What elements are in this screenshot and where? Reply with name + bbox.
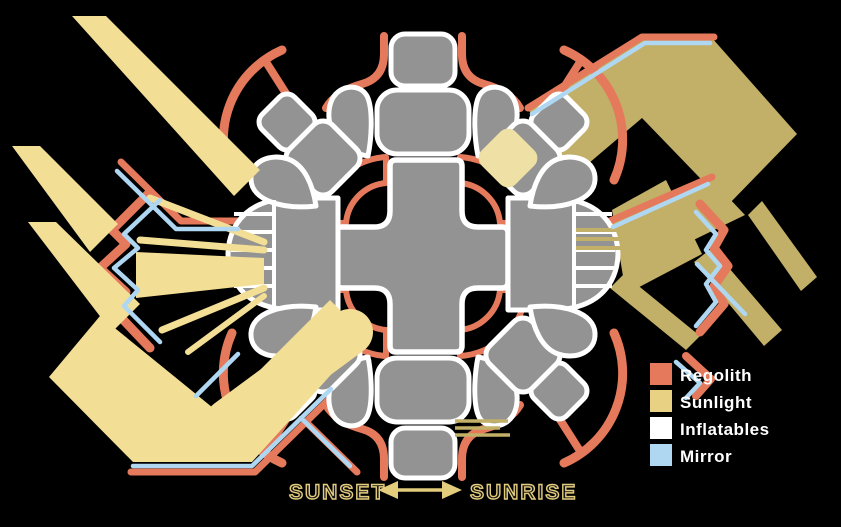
legend-item-mirror: Mirror [650, 444, 732, 466]
legend-label-sunlight: Sunlight [680, 393, 752, 412]
sunlight-beams-light [12, 16, 538, 462]
sunray-fan-core [136, 252, 264, 298]
module-dome-right [505, 195, 621, 313]
legend-item-sunlight: Sunlight [650, 390, 752, 412]
legend-swatch-regolith [650, 363, 672, 385]
sunbeam-big-v [49, 300, 366, 462]
sun-rays-bottom [455, 419, 510, 437]
legend-label-inflatables: Inflatables [680, 420, 770, 439]
regolith-border-se [606, 173, 716, 225]
legend-item-inflatables: Inflatables [650, 417, 770, 439]
sunlight-ray-out-3 [694, 248, 782, 346]
sunbeam-sw-shaft [205, 309, 373, 445]
legend: Regolith Sunlight Inflatables Mirror [650, 363, 770, 466]
sunlight-ray-out-2 [610, 274, 700, 350]
legend-label-regolith: Regolith [680, 366, 752, 385]
legend-label-mirror: Mirror [680, 447, 732, 466]
sunlight-diamond [642, 38, 797, 206]
sun-rays-into-right-dome [576, 228, 655, 250]
central-cross [333, 157, 511, 355]
module-bottom-large [374, 355, 472, 425]
legend-swatch-sunlight [650, 390, 672, 412]
module-top-small [388, 31, 458, 89]
sunbeam-ul-long [72, 16, 260, 196]
regolith-border-ul [117, 158, 244, 225]
sunlit-module-ne [478, 128, 538, 188]
sunset-label: SUNSET [289, 481, 386, 504]
module-top-large [374, 87, 472, 157]
module-bottom-small [388, 425, 458, 481]
regolith-border-ne [524, 33, 718, 112]
regolith-zigzag-se [682, 352, 715, 400]
sunlight-ray-out-1 [748, 201, 817, 291]
legend-swatch-inflatables [650, 417, 672, 439]
mirror-lines [111, 40, 748, 469]
sunrise-label: SUNRISE [470, 481, 577, 504]
legend-swatch-mirror [650, 444, 672, 466]
sunbeam-ul-mid [12, 146, 118, 252]
sunbeam-ul-low [28, 222, 140, 332]
legend-item-regolith: Regolith [650, 363, 752, 385]
regolith-chevron-right [695, 199, 733, 337]
captions: SUNSET SUNRISE [288, 480, 577, 504]
sunset-sunrise-arrow-icon [378, 481, 462, 499]
